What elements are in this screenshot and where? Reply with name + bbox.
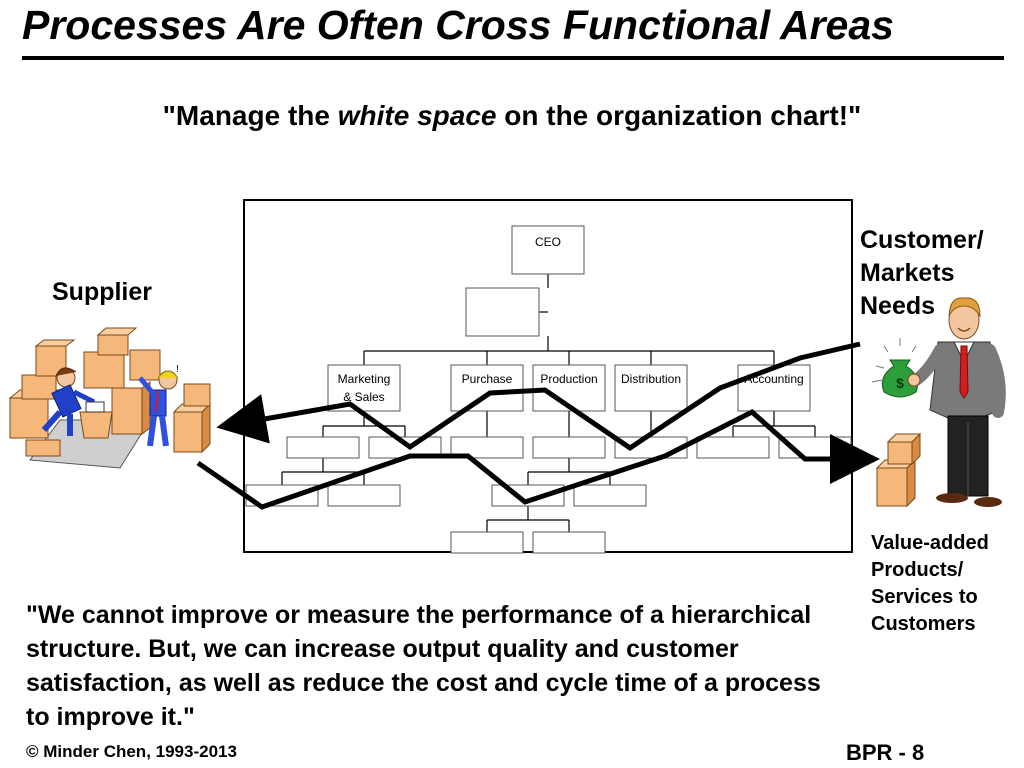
org-box-department [450, 364, 524, 412]
subtitle-before: "Manage the [162, 100, 338, 131]
subtitle: "Manage the white space on the organizat… [0, 100, 1024, 132]
org-chart-labels: CEO Marketing & Sales Purchase Productio… [338, 235, 804, 404]
ceo-label: CEO [535, 235, 561, 249]
slide-number: BPR - 8 [846, 740, 925, 765]
org-box-level3 [450, 436, 524, 459]
supplier-label: Supplier [52, 278, 153, 306]
department-label-production: Production [540, 372, 597, 386]
org-box-level3 [696, 436, 770, 459]
value-label-line: Customers [871, 613, 976, 635]
org-box-level3 [532, 436, 606, 459]
org-chart-boxes [245, 225, 852, 554]
businessman-with-money-bag-icon: $ [871, 297, 1006, 507]
org-box-level5 [532, 531, 606, 554]
supplier-workers-with-boxes-icon: ! [8, 327, 212, 469]
process-flow-upper [216, 341, 861, 452]
title-underline [22, 56, 1004, 60]
copyright-footer: © Minder Chen, 1993-2013 [26, 742, 237, 761]
process-flow-lower [196, 409, 880, 510]
svg-text:$: $ [896, 375, 904, 391]
quote-text: "We cannot improve or measure the perfor… [26, 601, 821, 731]
org-box-department [614, 364, 688, 412]
org-box-ceo [511, 225, 585, 275]
value-label-line: Services to [871, 586, 978, 608]
slide-title: Processes Are Often Cross Functional Are… [22, 2, 894, 48]
department-label-distribution: Distribution [621, 372, 681, 386]
customer-label-line: Customer/ [860, 226, 984, 254]
value-label-line: Products/ [871, 559, 964, 581]
org-box-department [737, 364, 811, 412]
subtitle-emphasis: white space [337, 100, 497, 131]
org-box-level5 [450, 531, 524, 554]
svg-text:!: ! [176, 364, 179, 375]
org-box-level4 [573, 484, 647, 507]
value-added-label: Value-added Products/ Services to Custom… [871, 530, 989, 638]
org-box-level4 [327, 484, 401, 507]
department-label-purchase: Purchase [462, 372, 513, 386]
org-box-level3 [286, 436, 360, 459]
department-label-marketing: Marketing [338, 372, 391, 386]
customer-label: Customer/ Markets Needs [860, 224, 984, 323]
customer-label-line: Markets [860, 259, 955, 287]
stacked-boxes-icon [875, 432, 922, 508]
org-box-staff [465, 287, 540, 337]
value-label-line: Value-added [871, 532, 989, 554]
customer-label-line: Needs [860, 292, 936, 320]
department-label-marketing-line2: & Sales [343, 390, 384, 404]
subtitle-after: on the organization chart!" [496, 100, 862, 131]
